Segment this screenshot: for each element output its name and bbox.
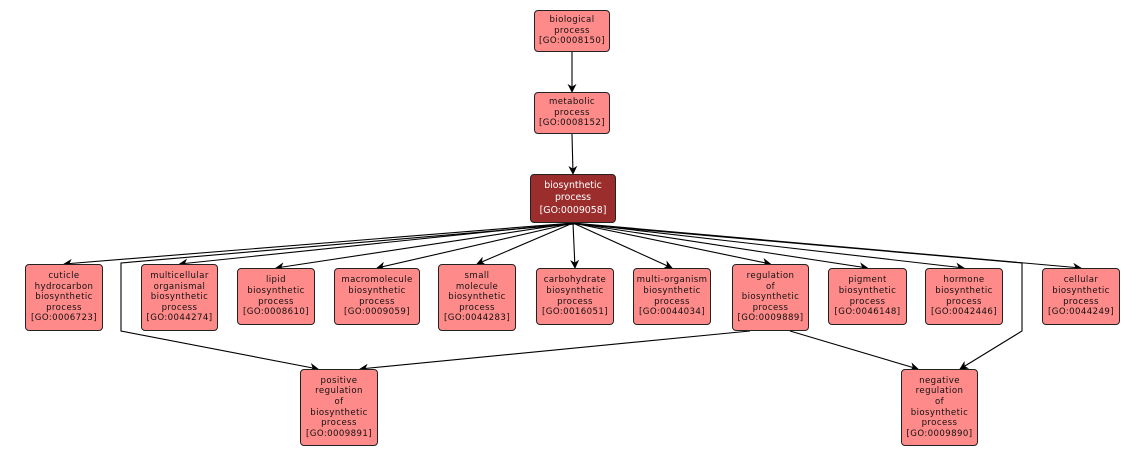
is-a-edge: [572, 222, 965, 272]
go-term-label: negative: [919, 375, 960, 386]
go-term-label: biosynthetic: [643, 285, 701, 296]
go-term-label: lipid: [265, 275, 287, 286]
go-term-id: [GO:0016051]: [542, 307, 608, 318]
go-term-label: macromolecule: [341, 275, 413, 286]
go-term-id: [GO:0009058]: [539, 204, 607, 216]
go-term-label: process: [654, 296, 690, 307]
is-a-edge: [572, 222, 772, 267]
go-term-label: cellular: [1063, 275, 1099, 286]
go-term-label: process: [46, 302, 82, 313]
go-term-id: [GO:0044034]: [639, 307, 705, 318]
go-term-label: process: [459, 302, 495, 313]
is-a-edge: [568, 133, 578, 175]
go-term-id: [GO:0008610]: [243, 307, 309, 318]
go-term-id: [GO:0042446]: [931, 307, 997, 318]
go-term-label: pigment: [848, 275, 887, 286]
is-a-edge: [120, 223, 576, 372]
is-a-edge: [570, 222, 580, 269]
is-a-edge: [789, 330, 919, 372]
go-term-label: biosynthetic: [838, 285, 897, 296]
go-term-label: positive: [320, 375, 358, 386]
go-term-label: regulation: [915, 386, 964, 397]
go-term-label: hormone: [943, 275, 985, 286]
is-a-edge: [376, 222, 574, 271]
go-term-id: [GO:0009059]: [344, 307, 410, 318]
go-term-id: [GO:0044274]: [146, 313, 213, 324]
is-a-edge: [572, 222, 673, 269]
is-a-edge: [476, 222, 574, 265]
go-term-label: process: [557, 296, 593, 307]
is-a-edge: [574, 223, 1023, 370]
go-term-label: biological: [549, 15, 595, 26]
go-term-id: [GO:0008152]: [539, 118, 605, 129]
go-term-label: process: [359, 296, 395, 307]
go-term-label: process: [946, 296, 982, 307]
go-term-id: [GO:0009889]: [737, 313, 804, 324]
go-term-label: process: [554, 25, 590, 36]
go-term-label: biosynthetic: [348, 285, 406, 296]
go-term-id: [GO:0044283]: [444, 313, 510, 324]
go-term-label: of: [334, 396, 344, 407]
go-term-label: hydrocarbon: [34, 281, 94, 292]
go-term-label: multicellular: [150, 271, 209, 282]
go-term-label: process: [161, 302, 198, 313]
go-term-id: [GO:0008150]: [539, 36, 605, 47]
go-term-label: cuticle: [48, 271, 80, 282]
go-term-label: biosynthetic: [544, 179, 602, 191]
go-term-label: process: [554, 107, 590, 118]
go-term-id: [GO:0046148]: [834, 307, 901, 318]
go-term-label: molecule: [455, 281, 499, 292]
go-term-label: biosynthetic: [1052, 285, 1110, 296]
go-term-id: [GO:0009890]: [906, 428, 973, 439]
go-term-label: biosynthetic: [448, 292, 506, 303]
go-term-label: regulation: [746, 271, 795, 282]
go-term-label: of: [765, 281, 776, 292]
go-term-label: of: [934, 396, 945, 407]
go-term-label: organismal: [153, 281, 206, 292]
go-term-label: process: [1063, 296, 1099, 307]
go-term-label: biosynthetic: [910, 407, 969, 418]
is-a-edge: [359, 330, 751, 373]
go-term-label: process: [849, 296, 886, 307]
go-term-label: multi-organism: [636, 275, 708, 286]
go-term-label: biosynthetic: [546, 285, 604, 296]
go-term-label: metabolic: [548, 97, 596, 108]
go-term-id: [GO:0009891]: [306, 428, 372, 439]
go-term-label: regulation: [315, 386, 363, 397]
is-a-edge: [63, 222, 574, 268]
go-term-label: process: [554, 192, 592, 204]
go-term-label: process: [752, 302, 789, 313]
go-term-id: [GO:0006723]: [31, 313, 97, 324]
go-term-label: process: [258, 296, 294, 307]
go-term-label: biosynthetic: [741, 292, 800, 303]
go-term-label: biosynthetic: [935, 285, 993, 296]
go-term-label: biosynthetic: [150, 292, 209, 303]
go-term-label: process: [321, 418, 357, 429]
is-a-edge: [275, 222, 574, 272]
go-term-label: biosynthetic: [247, 285, 305, 296]
go-term-label: biosynthetic: [310, 407, 368, 418]
go-term-id: [GO:0044249]: [1048, 307, 1114, 318]
go-term-label: process: [921, 418, 958, 429]
is-a-edge: [572, 222, 869, 272]
go-term-label: carbohydrate: [543, 275, 607, 286]
go-term-label: small: [464, 271, 490, 282]
go-term-label: biosynthetic: [35, 292, 93, 303]
